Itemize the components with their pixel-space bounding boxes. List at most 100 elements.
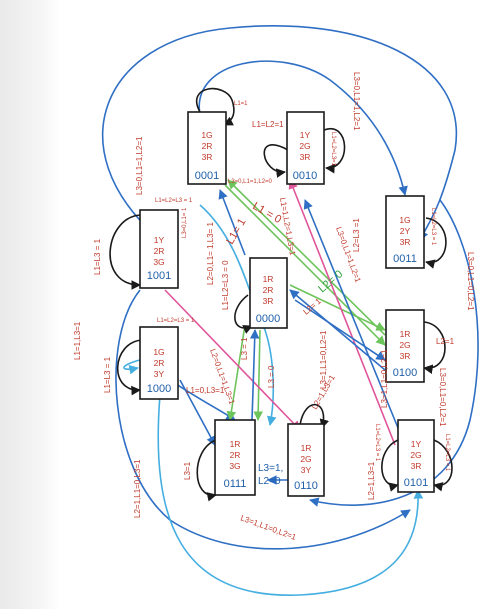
label-0110-0111-b: L2=0 (258, 476, 281, 487)
label-green-l1-0: L1 = 0 (251, 200, 284, 226)
state-0100-line-3: 3R (400, 351, 411, 361)
selfloop-1001 (109, 214, 143, 290)
state-0110-line-1: 1R (301, 443, 312, 453)
state-0101-line-2: 2G (410, 450, 421, 460)
edge-top-arc-0001-0011 (198, 60, 408, 196)
edge-green-a (224, 184, 386, 346)
state-0010: 1Y 2G 3R 0010 (286, 111, 325, 185)
label-0110-0111-a: L3=1, (258, 463, 283, 474)
state-0000-code: 0000 (256, 313, 280, 325)
label-green-l3-1: L3 = 1 (240, 337, 249, 360)
state-0011-line-2: 2Y (400, 226, 411, 236)
state-0100-line-1: 1R (400, 329, 411, 339)
state-1001-code: 1001 (147, 270, 171, 282)
page-edge-shadow (0, 0, 60, 609)
state-0001-code: 0001 (195, 170, 219, 182)
state-0011-code: 0011 (393, 253, 417, 265)
label-selfloop-1001: L1=L3 = 1 (93, 238, 102, 275)
label-0100-0101: L3=0,L1=0,L2=1 (438, 368, 447, 427)
label-left-top-arc: L3=0,L1=1,L2=1 (135, 136, 144, 195)
label-green-l1-1: L1= 1 (224, 216, 248, 246)
edge-cyan-left (123, 359, 141, 375)
label-selfloop-1001-top: L1=L2=L3 = 1 (155, 198, 193, 204)
label-0001-bottom: L3=0,L1=1,L2=0 (228, 179, 273, 185)
state-0111-line-3: 3G (229, 461, 240, 471)
label-selfloop-0111: L3=1 (183, 461, 192, 480)
selfloop-0101 (381, 439, 399, 492)
state-1000: 1G 2R 3Y 1000 (139, 326, 179, 400)
state-0110-line-3: 3Y (301, 465, 312, 475)
state-0100-line-2: 2G (399, 340, 410, 350)
state-0111-line-2: 2R (230, 450, 241, 460)
label-0000-left: L1=L2=L3 = 0 (221, 260, 230, 310)
state-0111-code: 0111 (224, 478, 247, 490)
state-1000-line-2: 2R (154, 358, 165, 368)
state-0000-line-1: 1R (263, 274, 274, 284)
state-0010-code: 0010 (293, 170, 317, 182)
state-0110: 1R 2G 3Y 0110 (287, 423, 325, 497)
label-selfloop-0001: L1=1 (234, 101, 248, 107)
selfloop-0010 (263, 144, 289, 178)
edge-right-outer-loop (309, 199, 479, 507)
edge-green-d (226, 324, 246, 421)
states: 1G 2R 3R 0001 1Y 2G 3R 0010 1Y 2R 3G 100… (139, 111, 435, 497)
state-1000-line-3: 3Y (154, 369, 165, 379)
label-1001-right-a: L3=0,L1= 1 (182, 207, 188, 238)
selfloop-0011 (425, 217, 447, 269)
state-0101-code: 0101 (404, 477, 428, 489)
label-selfloop-0101-right: L1=L2=L3 = 1 (444, 434, 450, 472)
label-top-right-arc: L3=0,L1=1,L2=1 (352, 72, 361, 131)
state-1000-code: 1000 (147, 383, 171, 395)
label-1000-0111: L2=0,L1=1,L3=1 (208, 348, 237, 407)
label-0011-left: L2=L3 =1 (352, 218, 361, 252)
label-0010-down: L1=1,L2=1,L3=1 (278, 197, 297, 257)
label-left-outer: L1=1,L3=1 (73, 321, 82, 360)
state-1001-line-3: 3G (153, 257, 164, 267)
state-0010-line-2: 2G (299, 141, 310, 151)
label-selfloop-0101-left: L2=1,L3=1 (367, 461, 376, 500)
state-0000-line-3: 3R (263, 296, 274, 306)
state-0000: 1R 2R 3R 0000 (249, 257, 288, 329)
state-0101-line-1: 1Y (411, 439, 422, 449)
state-0010-line-3: 3R (300, 152, 311, 162)
label-bottom-blue: L3=1,L1=0,L2=1 (239, 513, 298, 542)
edge-blue-0000-0100 (294, 299, 386, 361)
label-0100-down: L3=1,L1=0,L2=1 (380, 349, 389, 408)
state-1001: 1Y 2R 3G 1001 (139, 209, 179, 289)
state-1000-line-1: 1G (153, 347, 164, 357)
selfloop-1000 (116, 339, 143, 396)
selfloop-0010-right (323, 127, 346, 174)
edge-blue-0101-0010 (303, 199, 406, 446)
edge-blue-1000-0111 (179, 379, 216, 446)
state-0001-line-3: 3R (202, 152, 213, 162)
edge-green-c (289, 284, 386, 331)
state-0111-line-1: 1R (230, 439, 241, 449)
label-1000-right: L1=0,L3=1 (186, 386, 225, 395)
edge-pink-b (164, 289, 301, 431)
state-0011-line-3: 3R (400, 237, 411, 247)
transition-edges (102, 25, 479, 596)
state-1001-line-2: 2R (154, 246, 165, 256)
label-cyan-bottom: L2=1,L1=0,L3=1 (133, 459, 142, 518)
edge-blue-0000-0001 (218, 189, 246, 256)
selfloop-0101-right (433, 439, 453, 492)
edge-outer-top-loop (102, 25, 458, 241)
label-green-l3-0: L3 = 0 (267, 365, 276, 388)
state-0101: 1Y 2G 3R 0101 (397, 419, 435, 493)
edge-cyan-bottom (157, 394, 424, 596)
label-0001-0010: L1=L2=1 (252, 120, 284, 129)
state-0011: 1G 2Y 3R 0011 (385, 195, 425, 269)
label-selfloop-0011: L1=L2=L3 = 1 (430, 208, 436, 246)
state-1001-line-1: 1Y (154, 235, 165, 245)
label-1001-right-b: L2=0,L1= 1,L3= 1 (206, 222, 215, 286)
selfloop-0110 (299, 403, 329, 429)
label-selfloop-0100: L2=1 (436, 337, 455, 346)
selfloop-0001 (196, 87, 235, 126)
selfloop-0100 (423, 321, 446, 374)
state-0101-line-3: 3R (411, 461, 422, 471)
state-0110-code: 0110 (294, 480, 318, 492)
label-0101-left-small: L1=L2=L3 = 1 (374, 424, 380, 462)
selfloop-0111 (196, 439, 217, 502)
state-0011-line-1: 1G (399, 215, 410, 225)
